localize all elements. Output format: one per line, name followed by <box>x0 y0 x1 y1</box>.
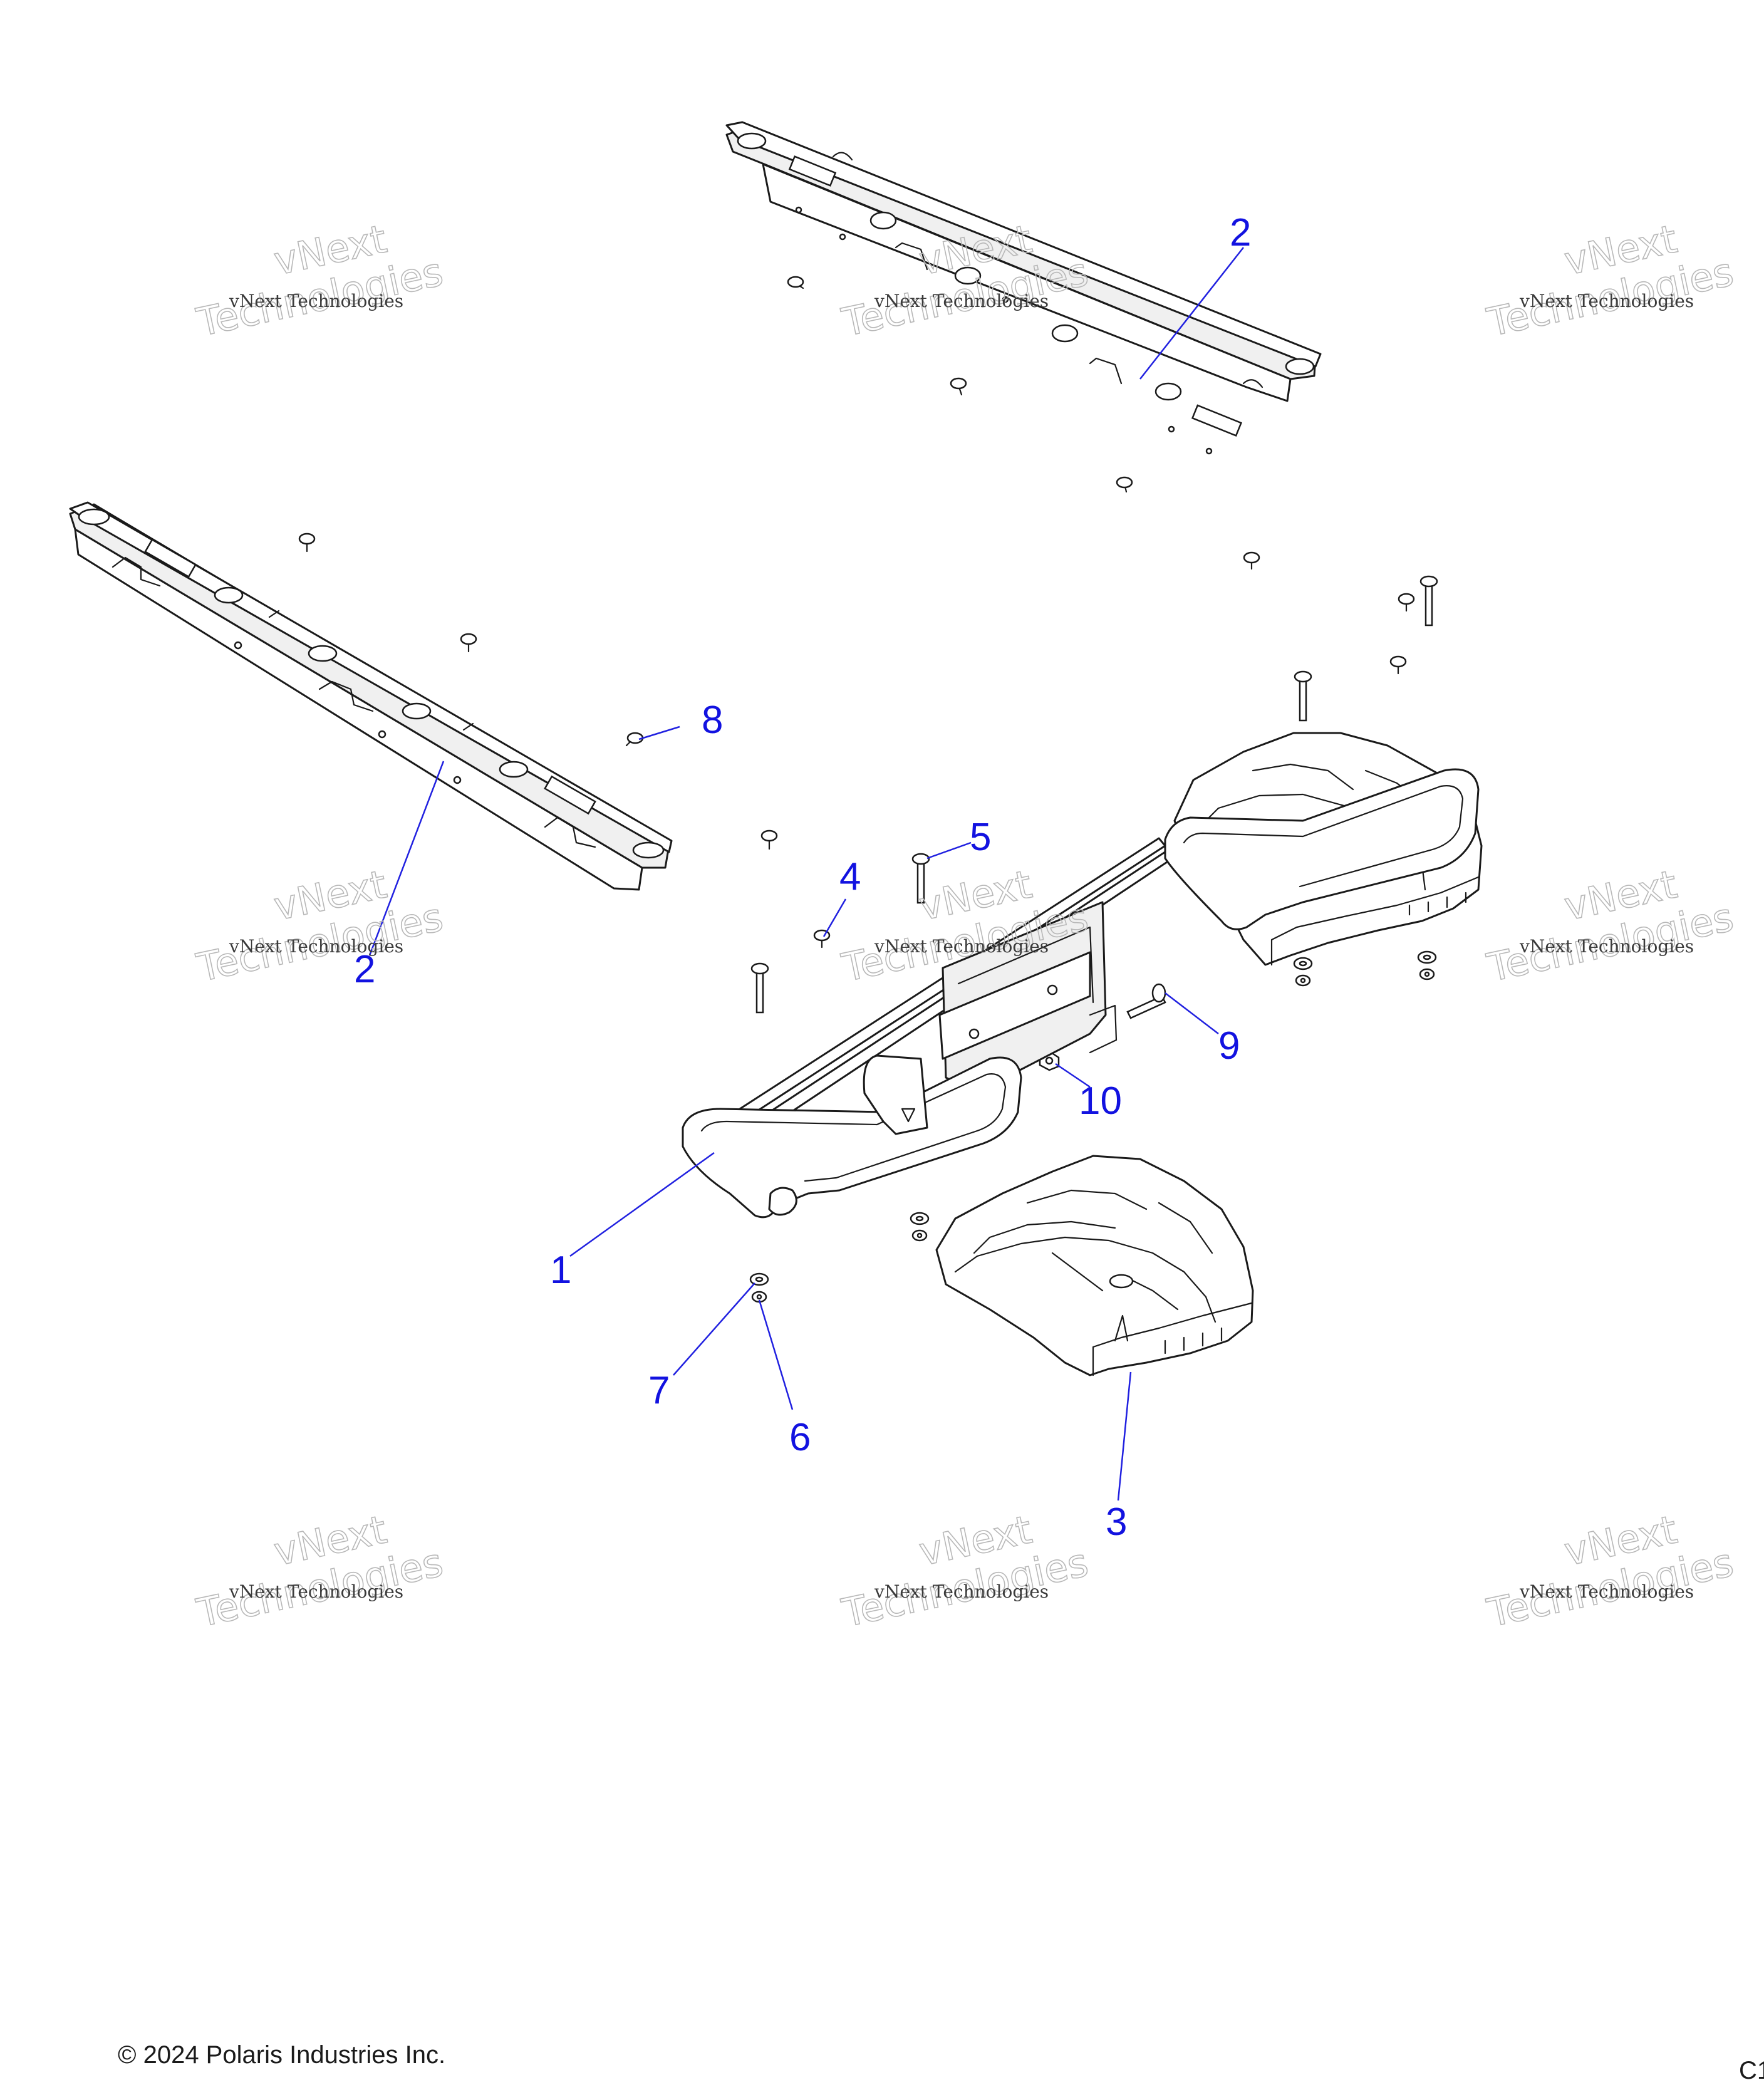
bolt-icon <box>1419 575 1438 627</box>
bolt-icon <box>750 962 769 1014</box>
copyright-text: © 2024 Polaris Industries Inc. <box>118 2041 445 2069</box>
callout-9: 9 <box>1218 1024 1240 1068</box>
callout-7: 7 <box>648 1369 670 1412</box>
nut-icon <box>1295 974 1311 987</box>
washer-icon <box>1293 957 1313 970</box>
watermark-small-text: vNext Technologies <box>229 291 403 311</box>
bolt-icon <box>911 853 930 904</box>
screw-icon <box>1243 551 1260 570</box>
nut-icon <box>751 1291 767 1303</box>
watermark-small-text: vNext Technologies <box>229 1581 403 1602</box>
watermark-small-text: vNext Technologies <box>1519 1581 1694 1602</box>
washer-icon <box>749 1272 769 1286</box>
screw-icon <box>760 829 778 850</box>
screw-icon <box>950 377 967 396</box>
figure-code: C1 <box>1739 2057 1764 2084</box>
lower-rail <box>69 501 673 891</box>
footrest-frame <box>682 768 1480 1219</box>
screw-icon <box>625 732 644 747</box>
leader-lines <box>368 247 1244 1501</box>
watermark-small-text: vNext Technologies <box>229 936 403 957</box>
callout-2-upper: 2 <box>1230 211 1251 254</box>
callout-3: 3 <box>1106 1500 1127 1544</box>
callout-6: 6 <box>789 1416 811 1459</box>
callout-1: 1 <box>550 1249 571 1292</box>
watermark-small-text: vNext Technologies <box>874 936 1049 957</box>
watermark-small-text: vNext Technologies <box>1519 291 1694 311</box>
footrest-pad-front <box>935 1155 1254 1376</box>
screw-icon <box>1116 476 1133 493</box>
screw-icon <box>460 633 477 653</box>
watermark-small-text: vNext Technologies <box>1519 936 1694 957</box>
nut-icon <box>1419 968 1435 980</box>
washer-icon <box>1417 950 1437 964</box>
screw-icon <box>787 276 804 289</box>
callout-10: 10 <box>1079 1079 1122 1123</box>
bolt-icon <box>1294 670 1312 722</box>
screw-icon <box>813 929 831 949</box>
nut-icon <box>911 1229 928 1242</box>
screw-icon <box>298 533 316 553</box>
callout-4: 4 <box>839 855 861 898</box>
bolt-icon <box>1126 983 1166 1019</box>
callouts: 2 2 8 4 5 9 10 1 7 6 3 <box>354 211 1251 1544</box>
screw-icon <box>1398 593 1415 612</box>
callout-2-lower: 2 <box>354 948 375 991</box>
screw-icon <box>1389 655 1407 675</box>
callout-8: 8 <box>702 699 723 742</box>
watermark-small-text: vNext Technologies <box>874 291 1049 311</box>
upper-rail <box>725 121 1322 455</box>
washer-icon <box>910 1212 930 1225</box>
callout-5: 5 <box>970 816 991 859</box>
watermark-small-text: vNext Technologies <box>874 1581 1049 1602</box>
